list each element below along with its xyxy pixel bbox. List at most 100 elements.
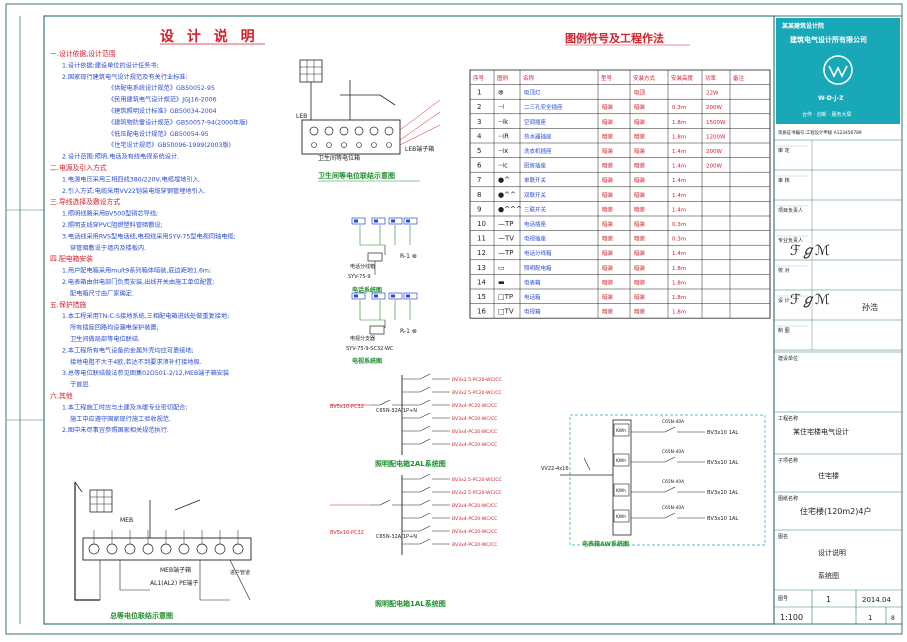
title-block-row-label: 设 计: [778, 297, 790, 304]
legend-cell: 电表箱: [524, 278, 541, 286]
bathroom-terminal-circles: [309, 126, 394, 148]
legend-cell: 洗衣机插座: [524, 147, 552, 155]
note-line: 配电箱尺寸由厂家确定.: [70, 289, 134, 297]
legend-cell: 暗装: [602, 308, 614, 316]
legend-cell: 暗装: [634, 118, 646, 126]
legend-cell: 0.3m: [672, 105, 686, 111]
legend-cell: 暗装: [634, 103, 646, 111]
legend-cell: 0.3m: [672, 222, 686, 228]
legend-cell: 暗装: [602, 132, 614, 140]
legend-cell: 暗装: [634, 191, 646, 199]
note-line: 《建筑物防雷设计规范》GB50057-94(2000年版): [108, 118, 248, 126]
legend-cell: 暗装: [634, 293, 646, 301]
project-name: 某住宅楼电气设计: [793, 427, 849, 436]
note-line: 1.用户配电箱采用mult9系列箱体暗装,底边距地1.6m;: [62, 267, 211, 275]
legend-cell: 1.8m: [672, 120, 686, 126]
al1-incoming: BV5x10-PC32: [330, 530, 364, 536]
legend-cell: 暗装: [602, 278, 614, 286]
legend-cell: 14: [477, 278, 486, 286]
legend-cell: 5: [477, 147, 481, 155]
terminal-circle: [356, 142, 362, 148]
legend-cell: 13: [477, 264, 486, 272]
terminal-circle: [369, 126, 379, 136]
main-bonding-title: 总等电位联结示意图: [110, 611, 173, 620]
outlet-box: [388, 292, 403, 300]
legend-cell: 暗装: [602, 162, 614, 170]
legend-cell: 1.8m: [672, 310, 686, 316]
al1-breaker: C65N-32A/1P+N: [376, 534, 417, 540]
note-line: 2.引入方式:电缆采用VV22铠装电缆穿钢管埋地引入.: [62, 187, 206, 195]
legend-cell: 暗装: [634, 147, 646, 155]
terminal-circle: [214, 543, 226, 555]
circuit-label: BV3x2.5-PC20-WC/CC: [452, 490, 502, 496]
terminal-circle: [371, 142, 377, 148]
kwh-meter: [613, 483, 630, 497]
legend-cell: 1.4m: [672, 193, 686, 199]
page-number: 1: [868, 614, 872, 622]
note-line: 接地电阻不大于4欧,若达不到要求须补打接地极.: [70, 358, 202, 366]
legend-cell: 1.8m: [672, 134, 686, 140]
al2-title: 照明配电箱2AL系统图: [375, 459, 446, 468]
note-line: 1.本工程施工时应与土建及水暖专业密切配合;: [62, 403, 188, 411]
meter-breaker-label: C65N-40A: [662, 479, 684, 485]
legend-cell: 暗装: [634, 162, 646, 170]
legend-cell: 照明配电箱: [524, 264, 552, 272]
title-block-row-label: 审 核: [778, 177, 790, 184]
kwh-label: KWh: [616, 488, 626, 494]
circuit-label: BV3x2.5-PC20-WC/CC: [452, 390, 502, 396]
legend-cell: 单联开关: [524, 176, 547, 184]
date: 2014.04: [862, 596, 891, 604]
legend-cell: 1: [477, 89, 481, 97]
terminal-circle: [88, 543, 100, 555]
title-label: 图名: [778, 533, 788, 540]
al1-title: 照明配电箱1AL系统图: [375, 599, 446, 608]
legend-cell: 7: [477, 176, 481, 184]
meter-in-label: VV22-4x16: [541, 466, 569, 472]
outlet-box-mark: [374, 294, 378, 298]
meb-label: MEB端子箱: [160, 566, 191, 574]
note-line: 2.本工程所有电气设备的金属外壳均应可靠接地;: [62, 346, 194, 354]
outlet-box: [403, 217, 418, 225]
circuit-label: BV3x4-PC20-WC/CC: [452, 503, 497, 509]
meter-circuit-label: BV3x10 1AL: [707, 516, 738, 522]
legend-cell: 暗装: [602, 147, 614, 155]
bathroom-meb-label: LEB端子箱: [405, 145, 434, 153]
terminal-circle: [324, 126, 334, 136]
legend-cell: 1.4m: [672, 178, 686, 184]
terminal-circle: [386, 142, 392, 148]
svg-text:R-1 ⊗: R-1 ⊗: [400, 328, 417, 335]
note-line: 五.保护措施: [50, 300, 86, 309]
meb-box-label: MEB: [120, 517, 133, 524]
outlet-box: [351, 292, 366, 300]
legend-cell: 暗装: [602, 205, 614, 213]
legend-cell: 1.4m: [672, 207, 686, 213]
tv-title: 电视系统图: [352, 357, 382, 365]
legend-cell: 暗装: [634, 264, 646, 272]
legend-cell: 15: [477, 293, 486, 301]
legend-cell: 3: [477, 118, 481, 126]
legend-cell: 电话箱: [524, 293, 541, 301]
logo-mark-icon: [828, 65, 848, 78]
drawing-name: 住宅楼(120m2)4户: [800, 506, 871, 516]
terminal-circle: [339, 126, 349, 136]
legend-cell: 二三孔安全插座: [524, 103, 563, 111]
note-line: 三.导线选择及敷设方式: [50, 197, 120, 206]
legend-cell: 1.8m: [672, 280, 686, 286]
note-line: 2.国家现行建筑电气设计规范及有关行业标准:: [62, 73, 188, 81]
note-line: 二.电源及引入方式: [50, 163, 107, 172]
circuit-label: BV3x4-PC20-WC/CC: [452, 416, 497, 422]
terminal-circle: [326, 142, 332, 148]
terminal-circle: [341, 142, 347, 148]
legend-cell: 暗装: [634, 249, 646, 257]
terminal-circle: [384, 126, 394, 136]
title-value-1: 设计说明: [818, 548, 846, 557]
legend-header: 型号: [601, 74, 613, 82]
legend-cell: 暗装: [602, 118, 614, 126]
legend-cell: 9: [477, 205, 481, 213]
pipe-label: 进户管道: [230, 569, 250, 576]
note-line: 3.总等电位联结做法参见图集02D501-2/12,MEB端子箱安装: [62, 369, 229, 377]
meter-bus: [612, 419, 632, 536]
legend-cell: 暗装: [602, 235, 614, 243]
page-total: 8: [891, 615, 895, 622]
legend-cell: 1.4m: [672, 149, 686, 155]
